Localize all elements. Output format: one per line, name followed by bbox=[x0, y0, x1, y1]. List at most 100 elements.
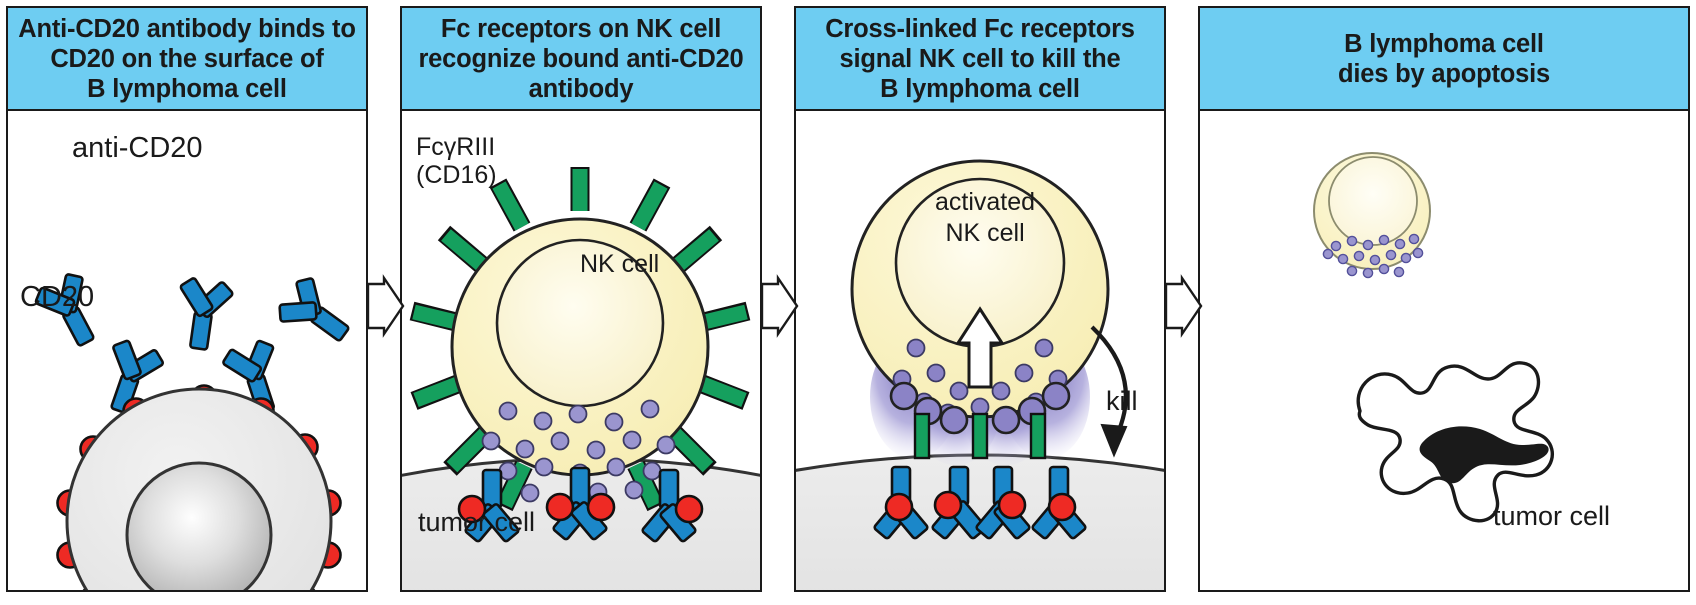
panel-1-header: Anti-CD20 antibody binds to CD20 on the … bbox=[8, 8, 366, 111]
b-lymphoma-cell bbox=[56, 384, 342, 590]
fc-receptor-group bbox=[409, 167, 751, 523]
activation-signal-arrow bbox=[955, 306, 1005, 389]
arrow-connector-2-3 bbox=[760, 274, 799, 338]
fc-receptor bbox=[1029, 412, 1047, 460]
nk-cell bbox=[1313, 152, 1431, 279]
cd20-label: CD20 bbox=[20, 281, 95, 313]
panel-4-illustration bbox=[1313, 152, 1555, 523]
anti-cd20-label: anti-CD20 bbox=[72, 132, 203, 164]
granule-group bbox=[481, 399, 676, 503]
granule bbox=[1014, 363, 1034, 383]
granule bbox=[1378, 234, 1390, 246]
panel-1-header-line-2: CD20 on the surface of bbox=[50, 44, 324, 73]
granule bbox=[640, 399, 660, 419]
activated-nk-cell-label-line-1: activated bbox=[935, 188, 1036, 216]
granule bbox=[926, 363, 946, 383]
cd20-receptor bbox=[997, 490, 1027, 520]
granule bbox=[991, 381, 1011, 401]
panel-4-header-text: B lymphoma cell dies by apoptosis bbox=[1338, 29, 1550, 89]
fc-receptor bbox=[971, 412, 989, 460]
fcgriii-label-line-1: FcγRIII bbox=[416, 133, 496, 161]
granule bbox=[1362, 267, 1374, 279]
cd20-receptor bbox=[1047, 492, 1077, 522]
kill-arrow bbox=[1090, 325, 1128, 458]
fusing-granule bbox=[889, 381, 919, 411]
fusing-granule-group bbox=[889, 381, 1071, 435]
panel-4-header-line-2: dies by apoptosis bbox=[1338, 59, 1550, 88]
panel-1: Anti-CD20 antibody binds to CD20 on the … bbox=[6, 6, 368, 592]
panel-2-header: Fc receptors on NK cell recognize bound … bbox=[402, 8, 760, 111]
granule bbox=[1393, 266, 1405, 278]
granule bbox=[1353, 250, 1365, 262]
panel-3-header: Cross-linked Fc receptors signal NK cell… bbox=[796, 8, 1164, 111]
panel-4-body: tumor cell bbox=[1200, 111, 1688, 590]
granule bbox=[656, 435, 676, 455]
fc-receptor-group bbox=[913, 412, 1047, 460]
free-antibody bbox=[170, 274, 237, 354]
panel-2-body: FcγRIII (CD16) NK cell tumor cell bbox=[402, 111, 760, 590]
granule bbox=[1408, 233, 1420, 245]
cd20-receptor-group bbox=[457, 492, 704, 524]
granule bbox=[949, 381, 969, 401]
granule bbox=[1362, 239, 1374, 251]
activated-nk-cell bbox=[850, 159, 1110, 435]
granule bbox=[906, 338, 926, 358]
tumor-cell-label: tumor cell bbox=[1493, 501, 1611, 531]
activated-nk-cell-label-line-2: NK cell bbox=[945, 219, 1025, 247]
cd20-receptor bbox=[586, 492, 616, 522]
granule bbox=[1394, 238, 1406, 250]
granule bbox=[1330, 240, 1342, 252]
arrow-connector-3-4 bbox=[1164, 274, 1203, 338]
nk-cell bbox=[450, 217, 710, 503]
granule bbox=[534, 457, 554, 477]
granule bbox=[550, 431, 570, 451]
granule bbox=[1400, 252, 1412, 264]
panel-1-body: anti-CD20 CD20 bbox=[8, 111, 366, 590]
granule bbox=[622, 430, 642, 450]
condensed-nucleus bbox=[1419, 426, 1549, 484]
panel-1-illustration bbox=[28, 266, 362, 590]
granule bbox=[1322, 248, 1334, 260]
panel-4-header: B lymphoma cell dies by apoptosis bbox=[1200, 8, 1688, 111]
panel-3-body: activated NK cell kill bbox=[796, 111, 1164, 590]
panel-1-header-text: Anti-CD20 antibody binds to CD20 on the … bbox=[18, 14, 356, 104]
granule bbox=[1337, 253, 1349, 265]
arrow-connector-1-2 bbox=[366, 274, 405, 338]
panel-2-illustration bbox=[402, 167, 760, 590]
panel-3-illustration bbox=[796, 159, 1164, 590]
cd20-receptor-group bbox=[884, 490, 1077, 522]
nk-cell-label: NK cell bbox=[580, 250, 660, 278]
fcgriii-label-line-2: (CD16) bbox=[416, 161, 497, 189]
panel-3-header-line-3: B lymphoma cell bbox=[880, 74, 1080, 103]
granule bbox=[1369, 254, 1381, 266]
kill-label: kill bbox=[1106, 386, 1138, 416]
fusing-granule bbox=[991, 405, 1021, 435]
cd20-receptor bbox=[933, 490, 963, 520]
panel-3-header-line-1: Cross-linked Fc receptors bbox=[825, 14, 1135, 43]
granule bbox=[1378, 263, 1390, 275]
free-antibody bbox=[270, 270, 362, 358]
fc-receptor bbox=[913, 412, 931, 460]
granule bbox=[568, 404, 588, 424]
panel-3-header-line-2: signal NK cell to kill the bbox=[839, 44, 1121, 73]
granule bbox=[1034, 338, 1054, 358]
granule bbox=[533, 411, 553, 431]
granule bbox=[1346, 235, 1358, 247]
fusing-granule bbox=[939, 405, 969, 435]
panel-1-header-line-3: B lymphoma cell bbox=[87, 74, 287, 103]
granule-group bbox=[1322, 233, 1424, 279]
apoptotic-tumor-cell bbox=[1356, 361, 1555, 523]
granule bbox=[606, 457, 626, 477]
cd20-receptor bbox=[884, 492, 914, 522]
fusing-granule bbox=[1041, 381, 1071, 411]
granule bbox=[498, 401, 518, 421]
cd20-receptor bbox=[457, 494, 487, 524]
granule bbox=[604, 412, 624, 432]
nk-cell-nucleus bbox=[1328, 156, 1418, 246]
cd20-receptor bbox=[674, 494, 704, 524]
granule bbox=[586, 440, 606, 460]
panel-4: B lymphoma cell dies by apoptosis bbox=[1198, 6, 1690, 592]
panel-1-header-line-1: Anti-CD20 antibody binds to bbox=[18, 14, 356, 43]
granule bbox=[515, 439, 535, 459]
